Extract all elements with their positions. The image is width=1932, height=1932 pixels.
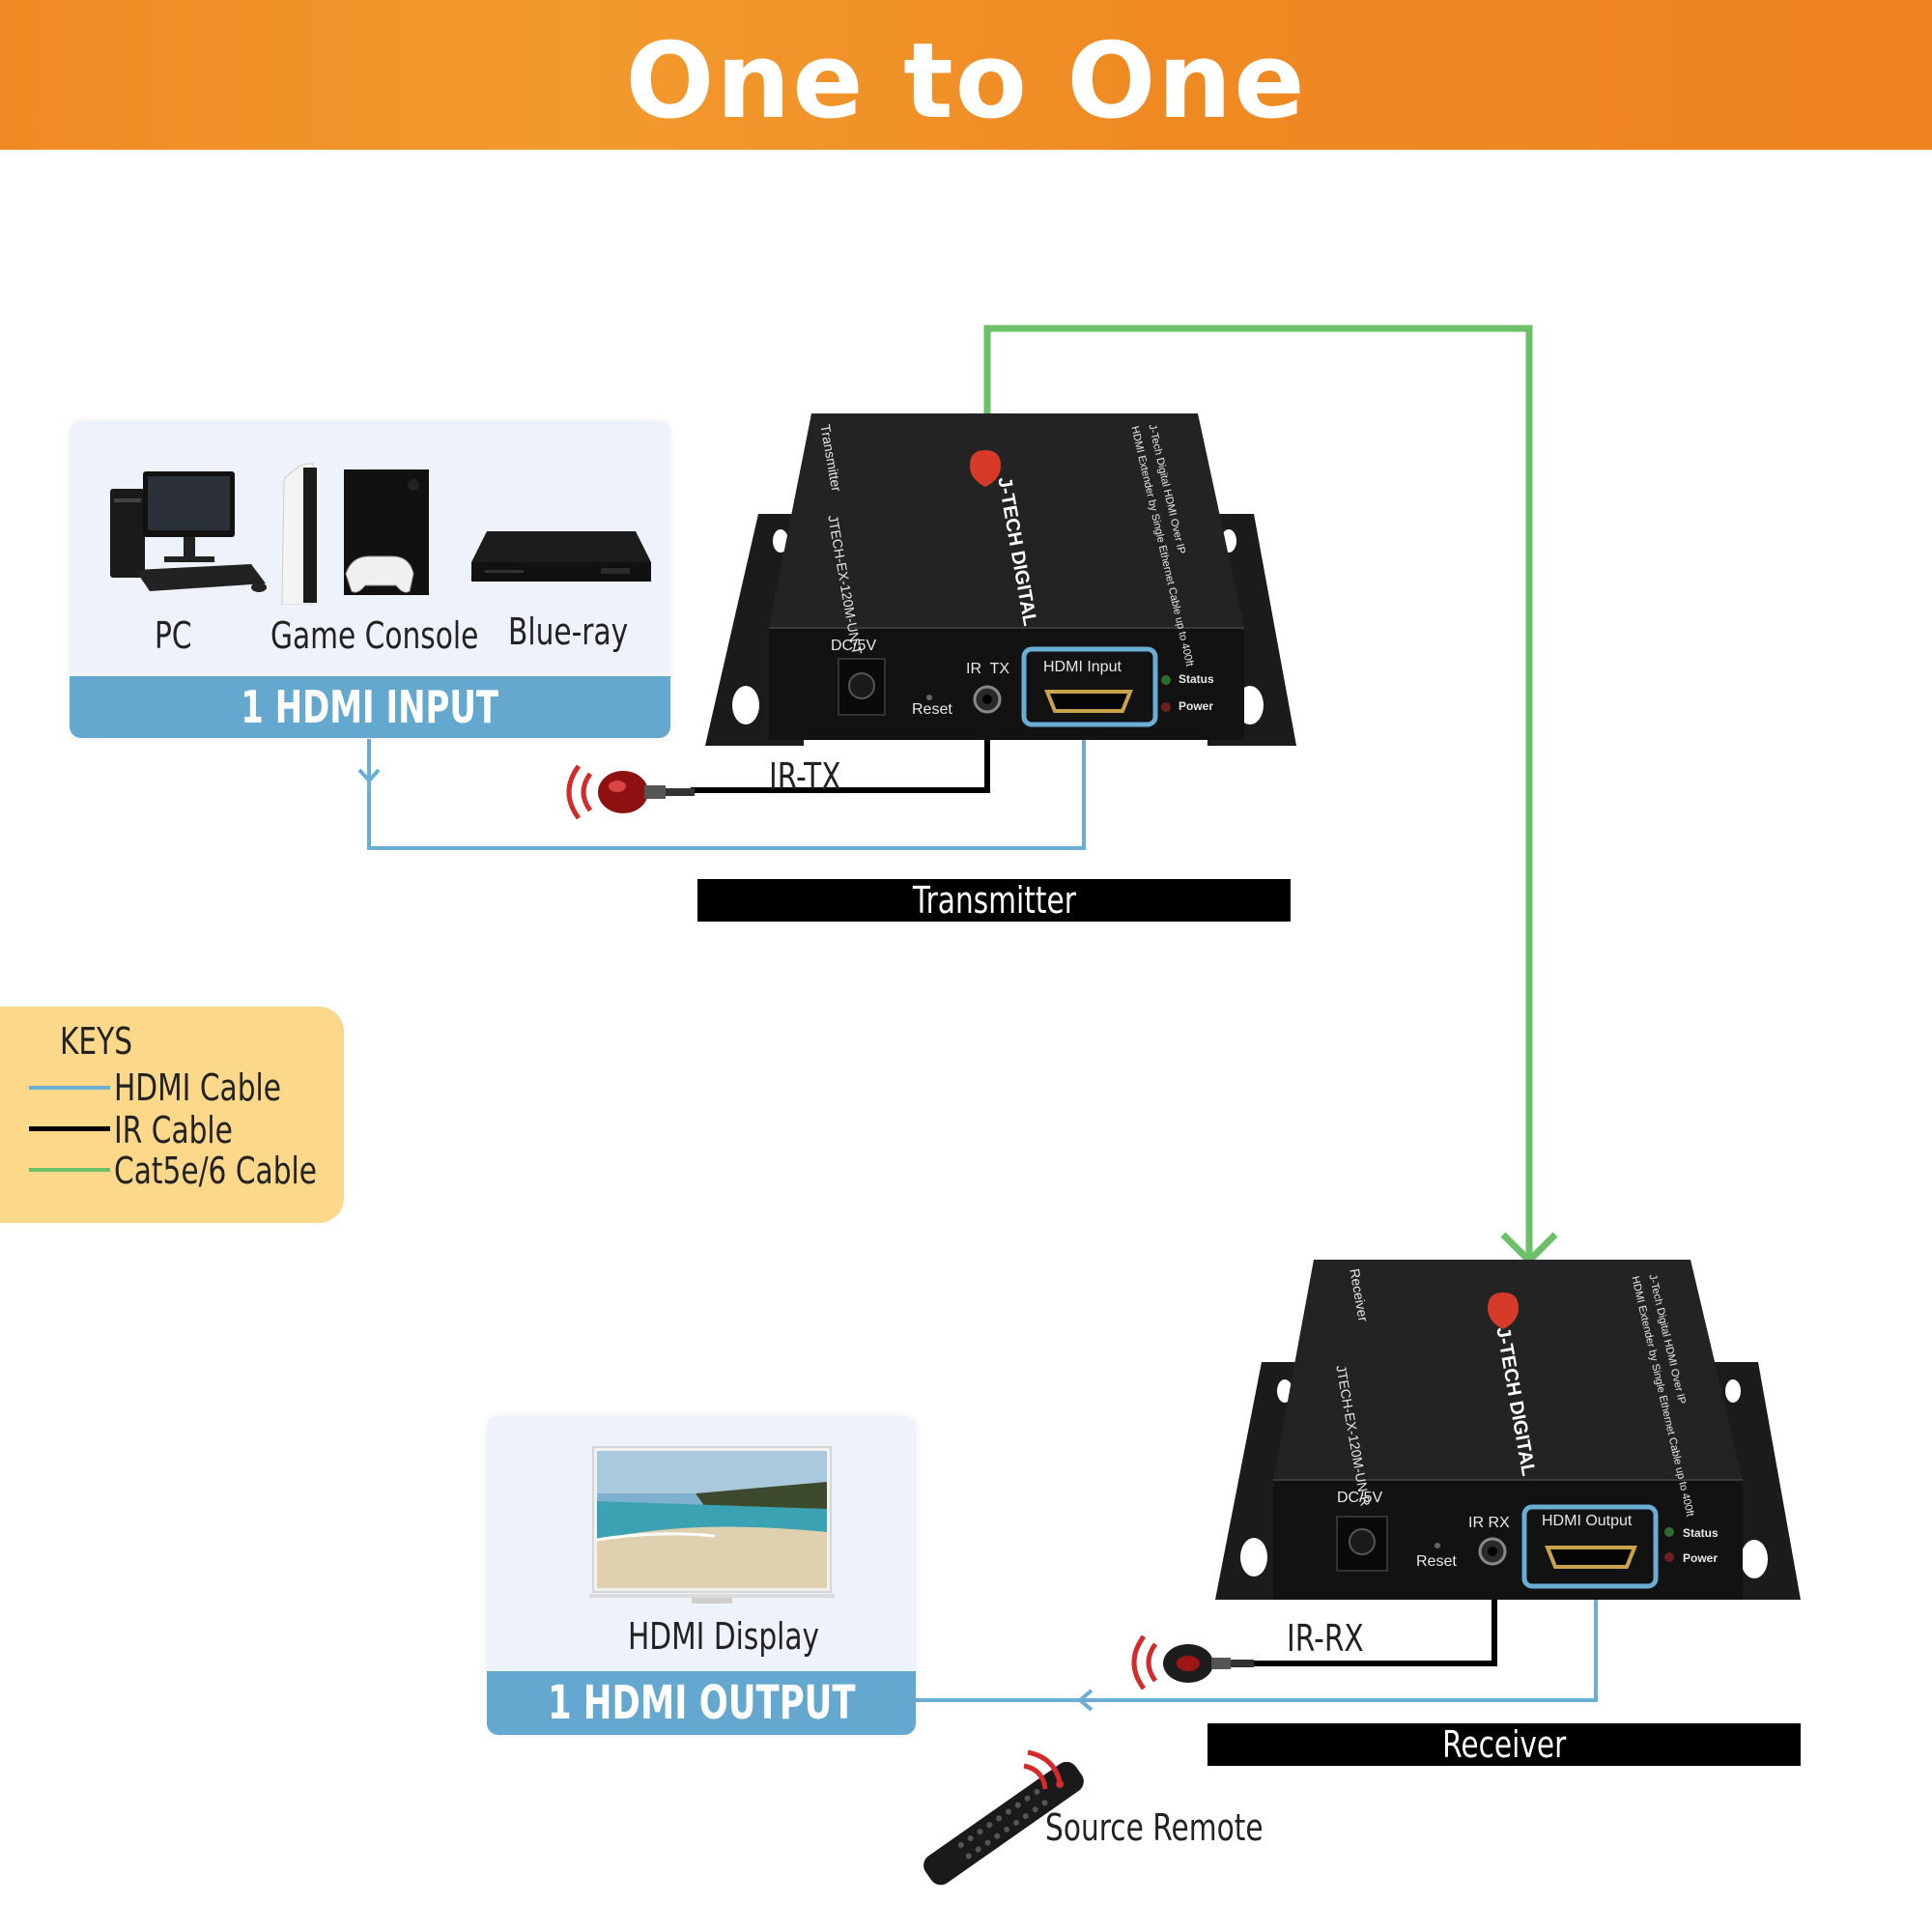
tx-dc-label: DC/5V	[831, 638, 877, 654]
ir-tx-label: IR-TX	[769, 755, 841, 798]
rx-ir-label: IR RX	[1468, 1515, 1510, 1531]
transmitter-caption: Transmitter	[697, 879, 1291, 922]
rx-hdmi-port-label: HDMI Output	[1542, 1513, 1633, 1529]
key-swatch-hdmi	[29, 1086, 110, 1090]
input-band: 1 HDMI INPUT	[70, 676, 670, 738]
transmitter-device	[705, 413, 1296, 746]
keys-title: KEYS	[60, 1020, 133, 1063]
tx-status-label: Status	[1179, 672, 1214, 686]
source-label-pc: PC	[155, 614, 192, 657]
tx-reset-label: Reset	[912, 701, 952, 718]
source-remote-icon	[923, 1749, 1084, 1886]
tx-power-label: Power	[1179, 699, 1214, 713]
hdmi-display-label: HDMI Display	[628, 1615, 820, 1658]
key-label-hdmi: HDMI Cable	[114, 1066, 282, 1109]
rx-power-label: Power	[1683, 1551, 1719, 1565]
header-banner	[0, 0, 1932, 150]
source-label-bluray: Blue-ray	[508, 611, 629, 653]
ir-tx-emitter-icon	[566, 764, 695, 820]
ir-rx-emitter-icon	[1131, 1634, 1254, 1690]
receiver-device	[1215, 1260, 1801, 1600]
key-swatch-ir	[29, 1126, 110, 1131]
cat-cable-line	[983, 325, 1533, 1256]
output-band-label: 1 HDMI OUTPUT	[547, 1676, 856, 1730]
bluray-player-icon	[471, 531, 651, 582]
tx-hdmi-port-label: HDMI Input	[1043, 659, 1122, 675]
source-remote-label: Source Remote	[1045, 1806, 1264, 1849]
hdmi-output-cable	[916, 1592, 1598, 1702]
tx-ir-label: IR TX	[966, 661, 1010, 677]
rx-status-label: Status	[1683, 1526, 1719, 1540]
hdmi-output-arrow	[1076, 1689, 1094, 1712]
keys-legend	[0, 1007, 344, 1223]
hdmi-input-cable	[367, 726, 1086, 850]
rx-reset-label: Reset	[1416, 1553, 1457, 1570]
page-title: One to One	[625, 21, 1307, 142]
key-label-ir: IR Cable	[114, 1109, 233, 1151]
key-label-cat: Cat5e/6 Cable	[114, 1150, 317, 1192]
hdmi-display-icon	[589, 1446, 835, 1604]
ir-tx-cable	[691, 726, 990, 793]
ir-rx-label: IR-RX	[1287, 1617, 1364, 1660]
key-swatch-cat	[29, 1168, 110, 1172]
receiver-caption: Receiver	[1208, 1723, 1801, 1766]
pc-icon	[110, 471, 267, 592]
transmitter-caption-text: Transmitter	[912, 879, 1076, 922]
rx-dc-label: DC/5V	[1337, 1490, 1383, 1506]
input-band-label: 1 HDMI INPUT	[241, 681, 499, 733]
hdmi-input-arrow	[357, 768, 381, 783]
ir-rx-cable	[1251, 1584, 1497, 1666]
source-label-game-console: Game Console	[270, 614, 479, 657]
game-console-icon	[281, 463, 429, 605]
receiver-caption-text: Receiver	[1441, 1723, 1567, 1766]
output-band: 1 HDMI OUTPUT	[487, 1671, 916, 1735]
